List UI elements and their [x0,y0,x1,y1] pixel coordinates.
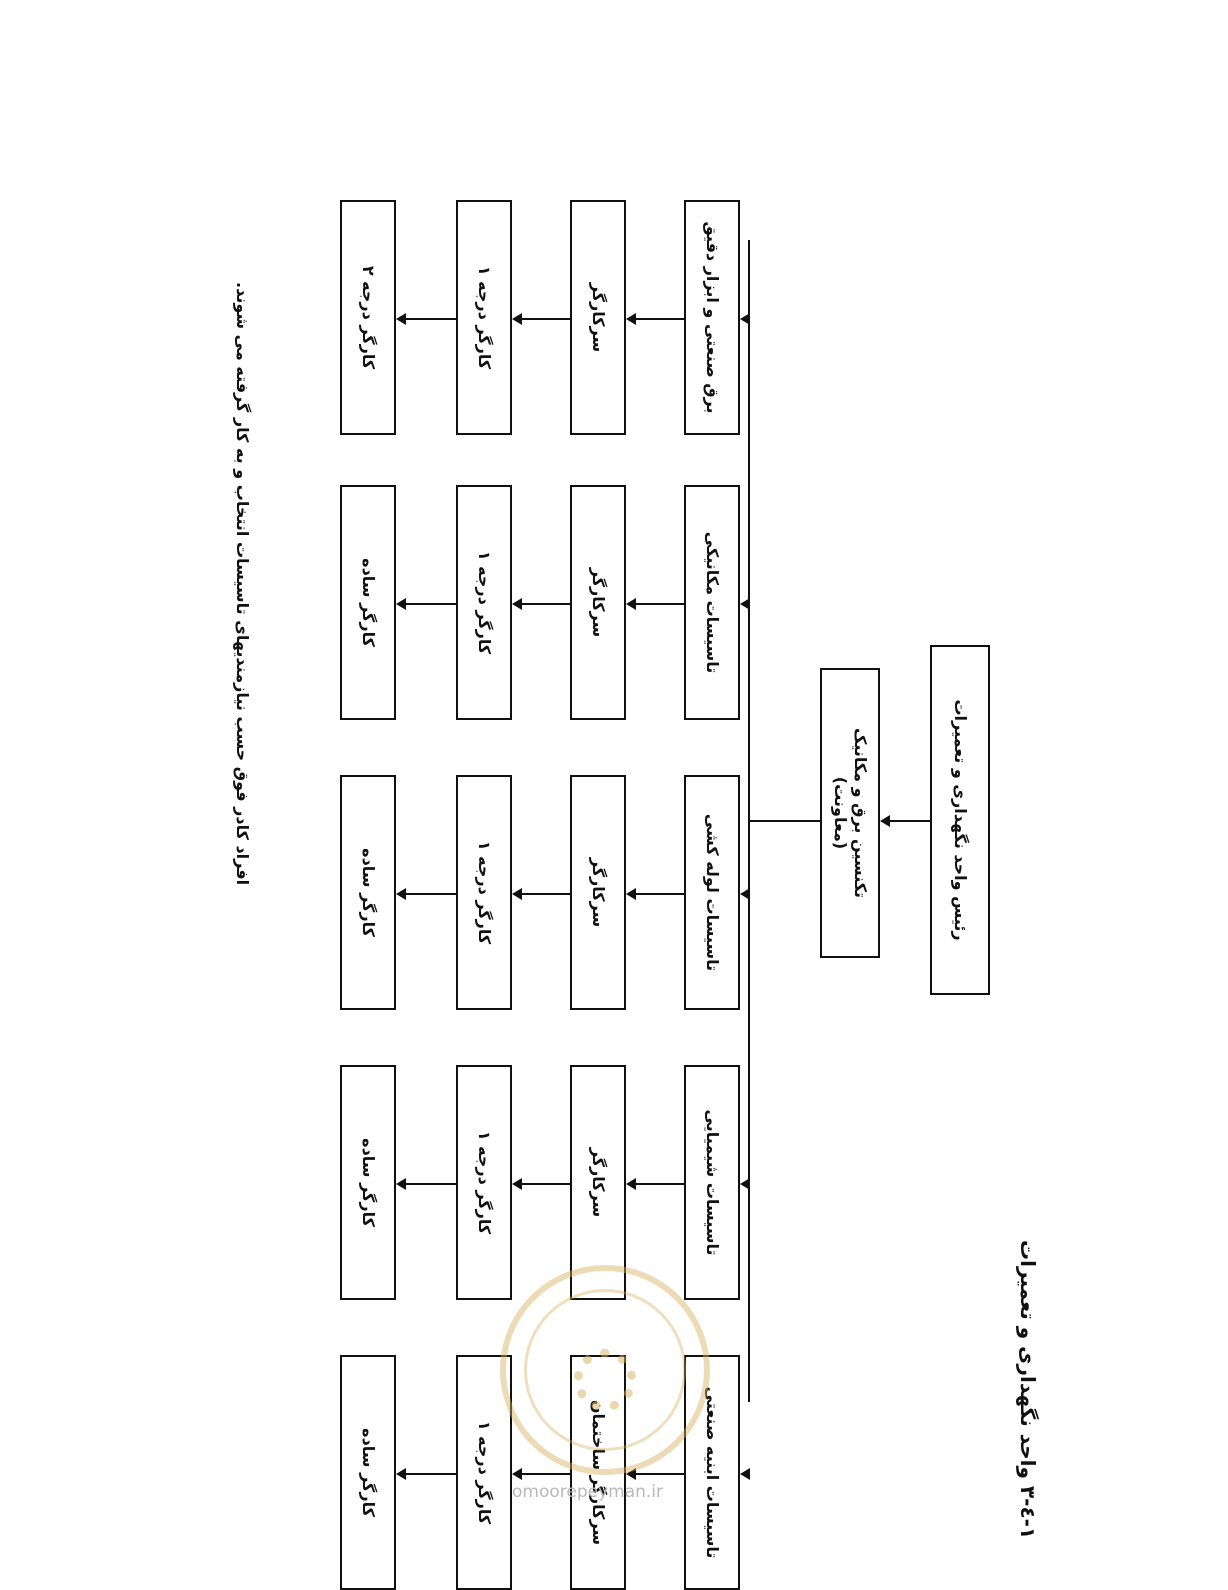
box-base-3: کارگر ساده [340,1065,396,1300]
connector-lead-4 [634,1472,684,1475]
head-label: تاسیسات لوله کشی [703,813,722,972]
connector-base-1 [404,602,456,605]
org-chart: ۱-٤-۳ واحد نگهداری و تعمیرات رئیس واحد ن… [218,110,1078,1590]
connector-lead-3 [634,1182,684,1185]
connector-grade1-3 [520,1182,570,1185]
box-lead-2: سرکارگر [570,775,626,1010]
head-label: تاسیسات شیمیایی [703,1109,722,1256]
arrow-head-4 [740,1467,750,1480]
connector-base-2 [404,892,456,895]
box-grade1-0: کارگر درجه ۱ [456,200,512,435]
base-label: کارگر درجه ۲ [359,265,378,370]
base-label: کارگر ساده [359,558,378,647]
connector-root [886,820,930,822]
box-lead-4: سرکارگر ساختمان [570,1355,626,1590]
box-base-2: کارگر ساده [340,775,396,1010]
box-head-1: تاسیسات مکانیکی [684,485,740,720]
bus-line [748,240,750,1402]
lead-label: سرکارگر ساختمان [589,1399,608,1546]
connector-base-3 [404,1182,456,1185]
box-lead-0: سرکارگر [570,200,626,435]
arrow-base-2 [396,887,406,900]
deputy-sub: (معاونت) [831,776,850,850]
box-grade1-1: کارگر درجه ۱ [456,485,512,720]
base-label: کارگر ساده [359,1138,378,1227]
box-base-0: کارگر درجه ۲ [340,200,396,435]
root-box: رئیس واحد نگهداری و تعمیرات [930,645,990,995]
box-head-0: برق صنعتی و ابزار دقیق [684,200,740,435]
arrow-root [880,815,890,827]
box-lead-3: سرکارگر [570,1065,626,1300]
arrow-lead-2 [626,887,636,900]
arrow-lead-3 [626,1177,636,1190]
base-label: کارگر ساده [359,848,378,937]
lead-label: سرکارگر [589,282,608,353]
box-base-1: کارگر ساده [340,485,396,720]
grade1-label: کارگر درجه ۱ [475,1420,494,1525]
footnote: افراد کادر فوق حسب نیازمندیهای تاسیسات ا… [233,282,252,886]
connector-grade1-0 [520,317,570,320]
deputy-label: تکنسین برق و مکانیک [851,727,870,899]
head-label: تاسیسات ابنیه صنعتی [703,1386,722,1559]
connector-deputy [750,820,820,822]
head-label: برق صنعتی و ابزار دقیق [703,221,722,414]
connector-lead-1 [634,602,684,605]
arrow-head-0 [740,312,750,325]
arrow-lead-1 [626,597,636,610]
arrow-grade1-1 [512,597,522,610]
box-head-3: تاسیسات شیمیایی [684,1065,740,1300]
head-label: تاسیسات مکانیکی [703,531,722,674]
lead-label: سرکارگر [589,567,608,638]
box-grade1-2: کارگر درجه ۱ [456,775,512,1010]
deputy-box: تکنسین برق و مکانیک (معاونت) [820,668,880,958]
arrow-head-1 [740,597,750,610]
arrow-base-3 [396,1177,406,1190]
connector-lead-2 [634,892,684,895]
arrow-grade1-3 [512,1177,522,1190]
grade1-label: کارگر درجه ۱ [475,265,494,370]
grade1-label: کارگر درجه ۱ [475,840,494,945]
connector-grade1-1 [520,602,570,605]
box-lead-1: سرکارگر [570,485,626,720]
arrow-base-0 [396,312,406,325]
connector-base-4 [404,1472,456,1475]
base-label: کارگر ساده [359,1428,378,1517]
box-head-2: تاسیسات لوله کشی [684,775,740,1010]
box-grade1-4: کارگر درجه ۱ [456,1355,512,1590]
lead-label: سرکارگر [589,1147,608,1218]
arrow-head-2 [740,887,750,900]
arrow-head-3 [740,1177,750,1190]
arrow-grade1-0 [512,312,522,325]
arrow-base-4 [396,1467,406,1480]
arrow-lead-0 [626,312,636,325]
root-label: رئیس واحد نگهداری و تعمیرات [951,699,970,941]
connector-lead-0 [634,317,684,320]
arrow-grade1-4 [512,1467,522,1480]
box-base-4: کارگر ساده [340,1355,396,1590]
box-grade1-3: کارگر درجه ۱ [456,1065,512,1300]
box-head-4: تاسیسات ابنیه صنعتی [684,1355,740,1590]
arrow-grade1-2 [512,887,522,900]
lead-label: سرکارگر [589,857,608,928]
connector-grade1-2 [520,892,570,895]
grade1-label: کارگر درجه ۱ [475,1130,494,1235]
connector-base-0 [404,317,456,320]
arrow-base-1 [396,597,406,610]
arrow-lead-4 [626,1467,636,1480]
grade1-label: کارگر درجه ۱ [475,550,494,655]
connector-grade1-4 [520,1472,570,1475]
watermark-site: omoorepeyman.ir [512,1482,664,1502]
figure-title: ۱-٤-۳ واحد نگهداری و تعمیرات [1016,1240,1040,1540]
